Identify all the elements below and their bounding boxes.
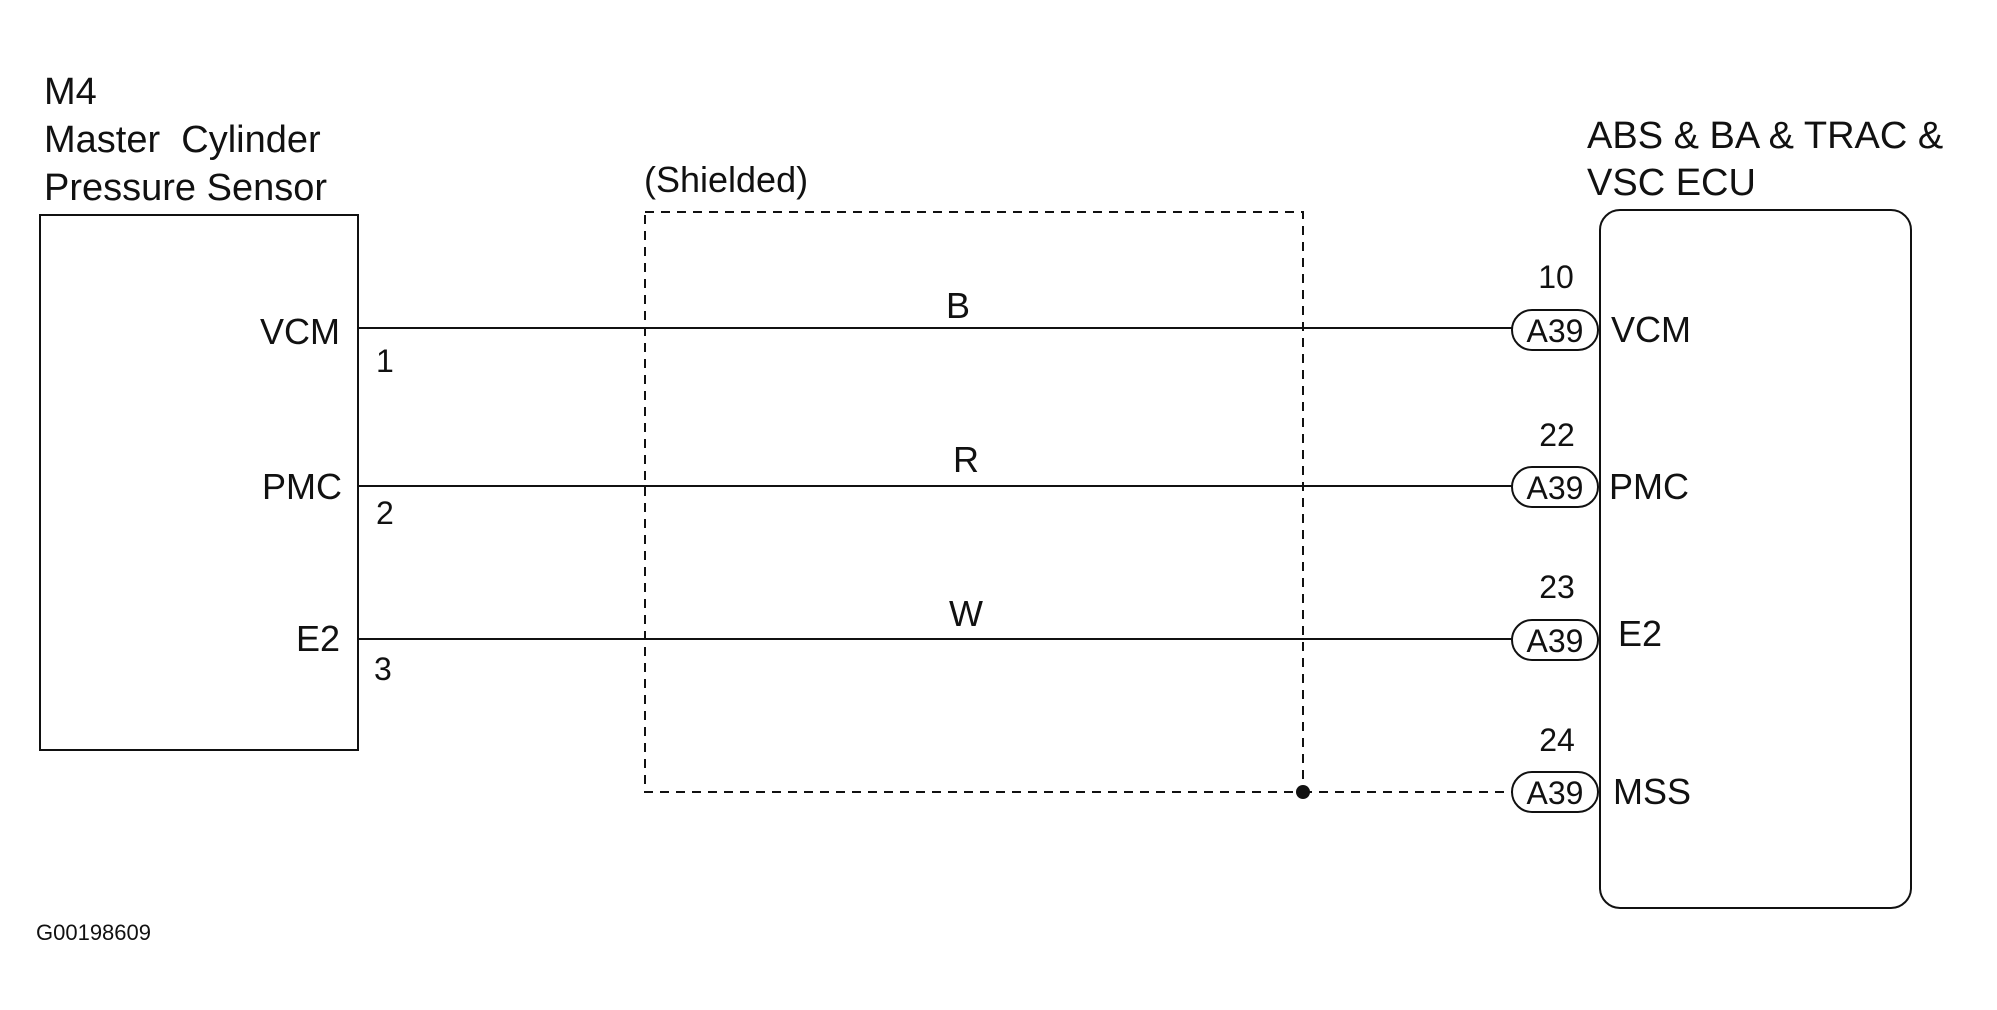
ecu-terminal-mss: MSS <box>1613 771 1691 812</box>
sensor-pin-3: 3 <box>374 651 392 687</box>
ecu-pin-10: 10 <box>1538 259 1574 295</box>
connector-tag-pmc: A39 <box>1511 466 1599 508</box>
sensor-terminal-pmc: PMC <box>262 466 342 507</box>
ecu-title-line-2: VSC ECU <box>1587 162 1756 204</box>
shield-ground-junction <box>1296 785 1310 799</box>
sensor-title: M4 Master Cylinder Pressure Sensor <box>44 71 327 209</box>
shield-label: (Shielded) <box>644 159 808 200</box>
sensor-box <box>39 214 359 751</box>
connector-oval <box>1511 466 1599 508</box>
ecu-terminal-pmc: PMC <box>1609 466 1689 507</box>
sensor-title-line-2: Master Cylinder <box>44 119 321 161</box>
connector-label: A39 <box>1527 775 1584 811</box>
figure-id: G00198609 <box>36 920 151 945</box>
connector-oval <box>1511 771 1599 813</box>
sensor-terminal-e2: E2 <box>296 618 340 659</box>
ecu-pin-22: 22 <box>1539 417 1575 453</box>
wire-color-w: W <box>949 593 983 634</box>
connector-label: A39 <box>1527 470 1584 506</box>
connector-label: A39 <box>1527 623 1584 659</box>
connector-tag-mss: A39 <box>1511 771 1599 813</box>
connector-oval <box>1511 309 1599 351</box>
sensor-terminal-vcm: VCM <box>260 311 340 352</box>
wire-color-b: B <box>946 285 970 326</box>
wire-color-r: R <box>953 439 979 480</box>
ecu-terminal-e2: E2 <box>1618 613 1662 654</box>
connector-tag-e2: A39 <box>1511 619 1599 661</box>
connector-label: A39 <box>1527 313 1584 349</box>
ecu-title-line-1: ABS & BA & TRAC & <box>1587 115 1943 157</box>
sensor-pin-1: 1 <box>376 343 394 379</box>
ecu-terminal-vcm: VCM <box>1611 309 1691 350</box>
sensor-title-line-1: M4 <box>44 71 97 113</box>
connector-tag-vcm: A39 <box>1511 309 1599 351</box>
ecu-pin-24: 24 <box>1539 722 1575 758</box>
connector-oval <box>1511 619 1599 661</box>
shield-box <box>644 211 1304 793</box>
ecu-title: ABS & BA & TRAC & VSC ECU <box>1587 115 1943 204</box>
ecu-box <box>1599 209 1912 909</box>
ecu-pin-23: 23 <box>1539 569 1575 605</box>
sensor-pin-2: 2 <box>376 495 394 531</box>
sensor-title-line-3: Pressure Sensor <box>44 167 327 209</box>
